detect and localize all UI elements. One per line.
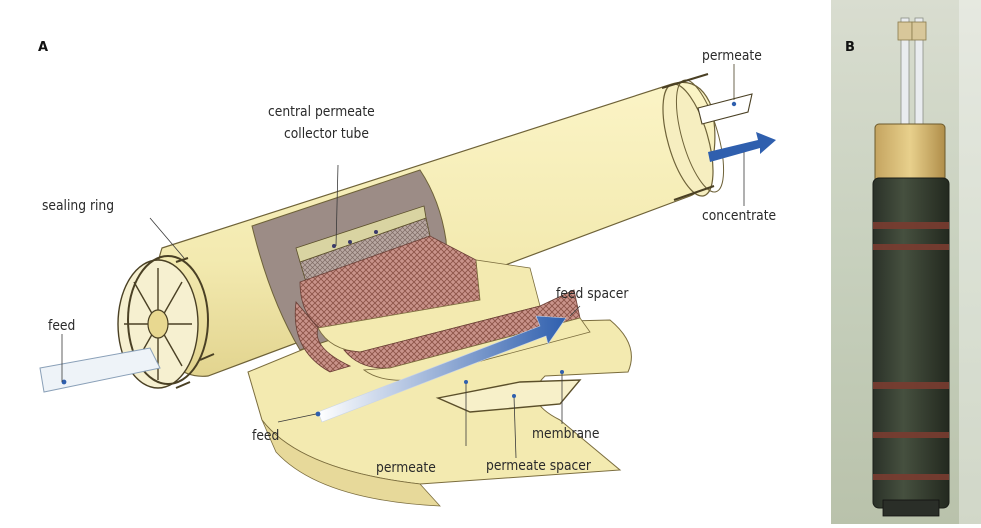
panel-b-letter: B — [845, 40, 855, 55]
module-top-cap — [875, 124, 945, 186]
label-membrane: membrane — [532, 426, 599, 442]
label-feed-bottom: feed — [252, 428, 279, 444]
label-concentrate: concentrate — [702, 208, 776, 224]
label-permeate-top: permeate — [702, 48, 762, 64]
label-feed-left: feed — [48, 318, 75, 334]
panel-a-letter: A — [38, 40, 48, 55]
label-collector-tube: collector tube — [284, 126, 369, 142]
module-photo-illustration — [831, 0, 981, 524]
panel-a-diagram: A permeate central permeate collector tu… — [0, 0, 830, 524]
label-central-permeate: central permeate — [268, 104, 375, 120]
concentrate-arrow — [708, 132, 776, 162]
panel-b-photo: B — [831, 0, 981, 524]
feed-inlet-pipe — [40, 348, 160, 392]
label-sealing-ring: sealing ring — [42, 198, 114, 214]
label-permeate-spacer: permeate spacer — [486, 458, 591, 474]
label-feed-spacer: feed spacer — [556, 286, 628, 302]
label-permeate-bottom: permeate — [376, 460, 436, 476]
spiral-module-illustration — [0, 0, 830, 524]
